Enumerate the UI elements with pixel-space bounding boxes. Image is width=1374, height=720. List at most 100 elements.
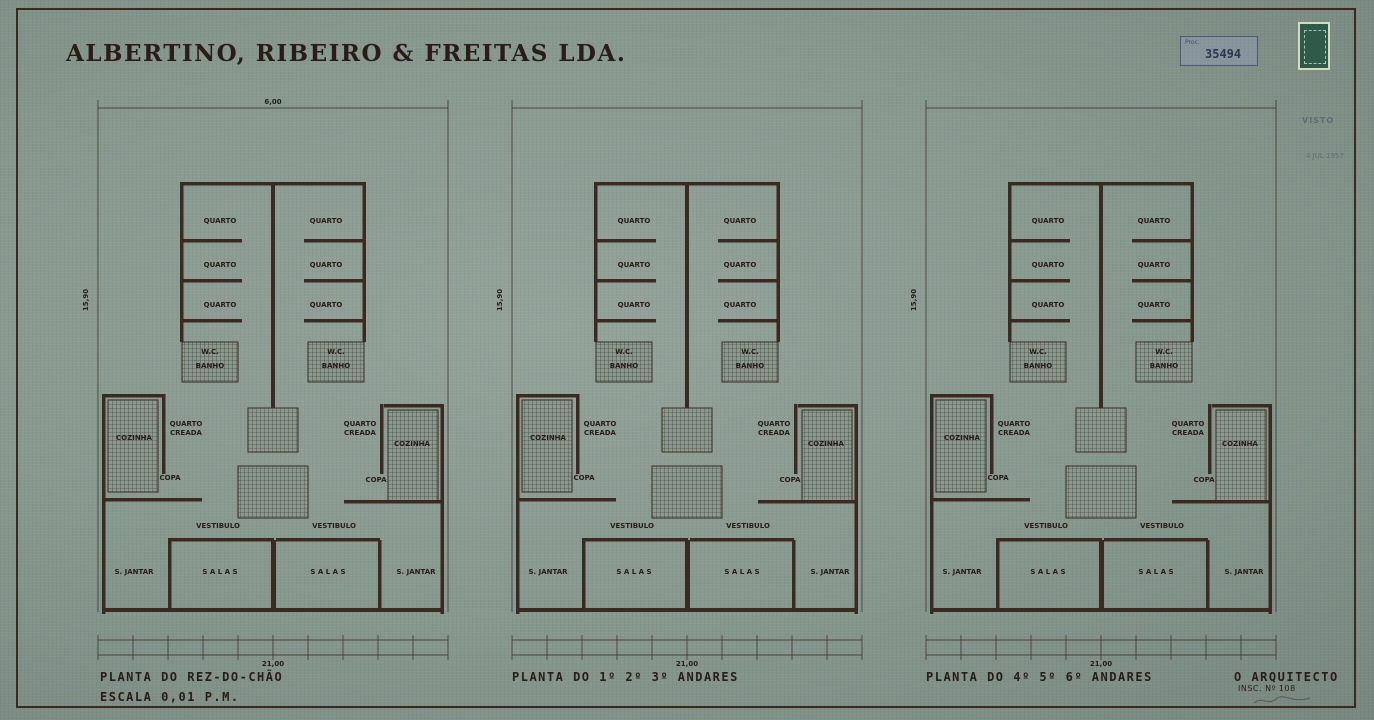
wall [362,182,366,342]
plan-caption-ground: PLANTA DO REZ-DO-CHÃO [100,670,284,684]
architect-title: O ARQUITECTO [1234,670,1339,684]
tiled-area [935,399,987,493]
room-label: S. JANTAR [396,568,436,576]
wall [516,394,576,398]
wall [582,540,586,612]
room-label: CREADA [1172,429,1205,437]
tiled-area [595,341,653,383]
wall [304,319,366,323]
wall [1104,538,1208,542]
tiled-area [181,341,239,383]
wall [996,538,1102,542]
wall [996,540,1000,612]
room-label: W.C. [615,348,633,356]
wall [180,239,242,243]
room-label: S A L A S [310,568,345,576]
dimension-label: 15,90 [910,289,918,311]
wall [798,404,858,408]
room-label: S. JANTAR [810,568,850,576]
room-label: QUARTO [998,420,1031,428]
room-label: QUARTO [1032,261,1065,269]
wall [1008,239,1070,243]
room-label: QUARTO [584,420,617,428]
visto-label: VISTO [1302,116,1335,125]
wall [1099,540,1104,612]
wall [792,540,796,612]
wall [168,538,274,542]
dimension-label: 21,00 [262,660,284,668]
room-label: W.C. [201,348,219,356]
tiled-area [1135,341,1193,383]
room-label: QUARTO [1032,301,1065,309]
tiled-area [237,465,309,519]
wall [582,538,688,542]
wall [440,404,444,614]
room-label: COZINHA [116,434,152,442]
wall [180,182,184,342]
room-label: W.C. [1029,348,1047,356]
room-label: CREADA [998,429,1031,437]
room-label: S A L A S [1030,568,1065,576]
room-label: QUARTO [204,217,237,225]
room-label: COPA [988,474,1010,482]
dimension-label: 21,00 [1090,660,1112,668]
wall [1132,279,1194,283]
room-label: QUARTO [344,420,377,428]
wall [718,239,780,243]
tiled-area [307,341,365,383]
room-label: QUARTO [310,301,343,309]
wall [271,540,276,612]
architect-signature [1253,696,1311,704]
room-label: S A L A S [1138,568,1173,576]
tiled-area [107,399,159,493]
room-label: QUARTO [310,217,343,225]
room-label: VESTIBULO [312,522,356,530]
wall [344,500,444,504]
room-label: QUARTO [1138,261,1171,269]
wall [594,239,656,243]
wall [685,182,689,412]
fiscal-seal-icon [1298,22,1330,70]
wall [1008,279,1070,283]
wall [794,404,798,474]
wall [378,540,382,612]
room-label: QUARTO [204,301,237,309]
dimension-label: 15,90 [82,289,90,311]
room-label: QUARTO [618,217,651,225]
room-label: W.C. [1155,348,1173,356]
room-label: QUARTO [618,301,651,309]
plan-caption-floors-1-3: PLANTA DO 1º 2º 3º ANDARES [512,670,739,684]
wall [1008,182,1012,342]
tiled-area [387,409,439,503]
room-label: S. JANTAR [528,568,568,576]
room-label: BANHO [1024,362,1052,370]
room-label: COPA [1194,476,1216,484]
room-label: COPA [780,476,802,484]
wall [1132,239,1194,243]
room-label: QUARTO [170,420,203,428]
room-label: W.C. [741,348,759,356]
room-label: COPA [574,474,596,482]
wall [576,394,580,474]
wall [594,279,656,283]
wall [1172,500,1272,504]
tiled-area [1215,409,1267,503]
tiled-area [721,341,779,383]
plan-caption-floors-4-6: PLANTA DO 4º 5º 6º ANDARES [926,670,1153,684]
room-label: COPA [160,474,182,482]
approval-stamp: VISTO 4 JUL 1957 [1282,112,1352,172]
wall [854,404,858,614]
room-label: S. JANTAR [114,568,154,576]
wall [384,404,444,408]
architect-registration: INSC. Nº 108 [1238,684,1296,693]
wall [1212,404,1272,408]
room-label: COZINHA [530,434,566,442]
wall [718,279,780,283]
wall [516,498,616,502]
wall [1190,182,1194,342]
room-label: CREADA [344,429,377,437]
room-label: VESTIBULO [196,522,240,530]
tiled-area [801,409,853,503]
